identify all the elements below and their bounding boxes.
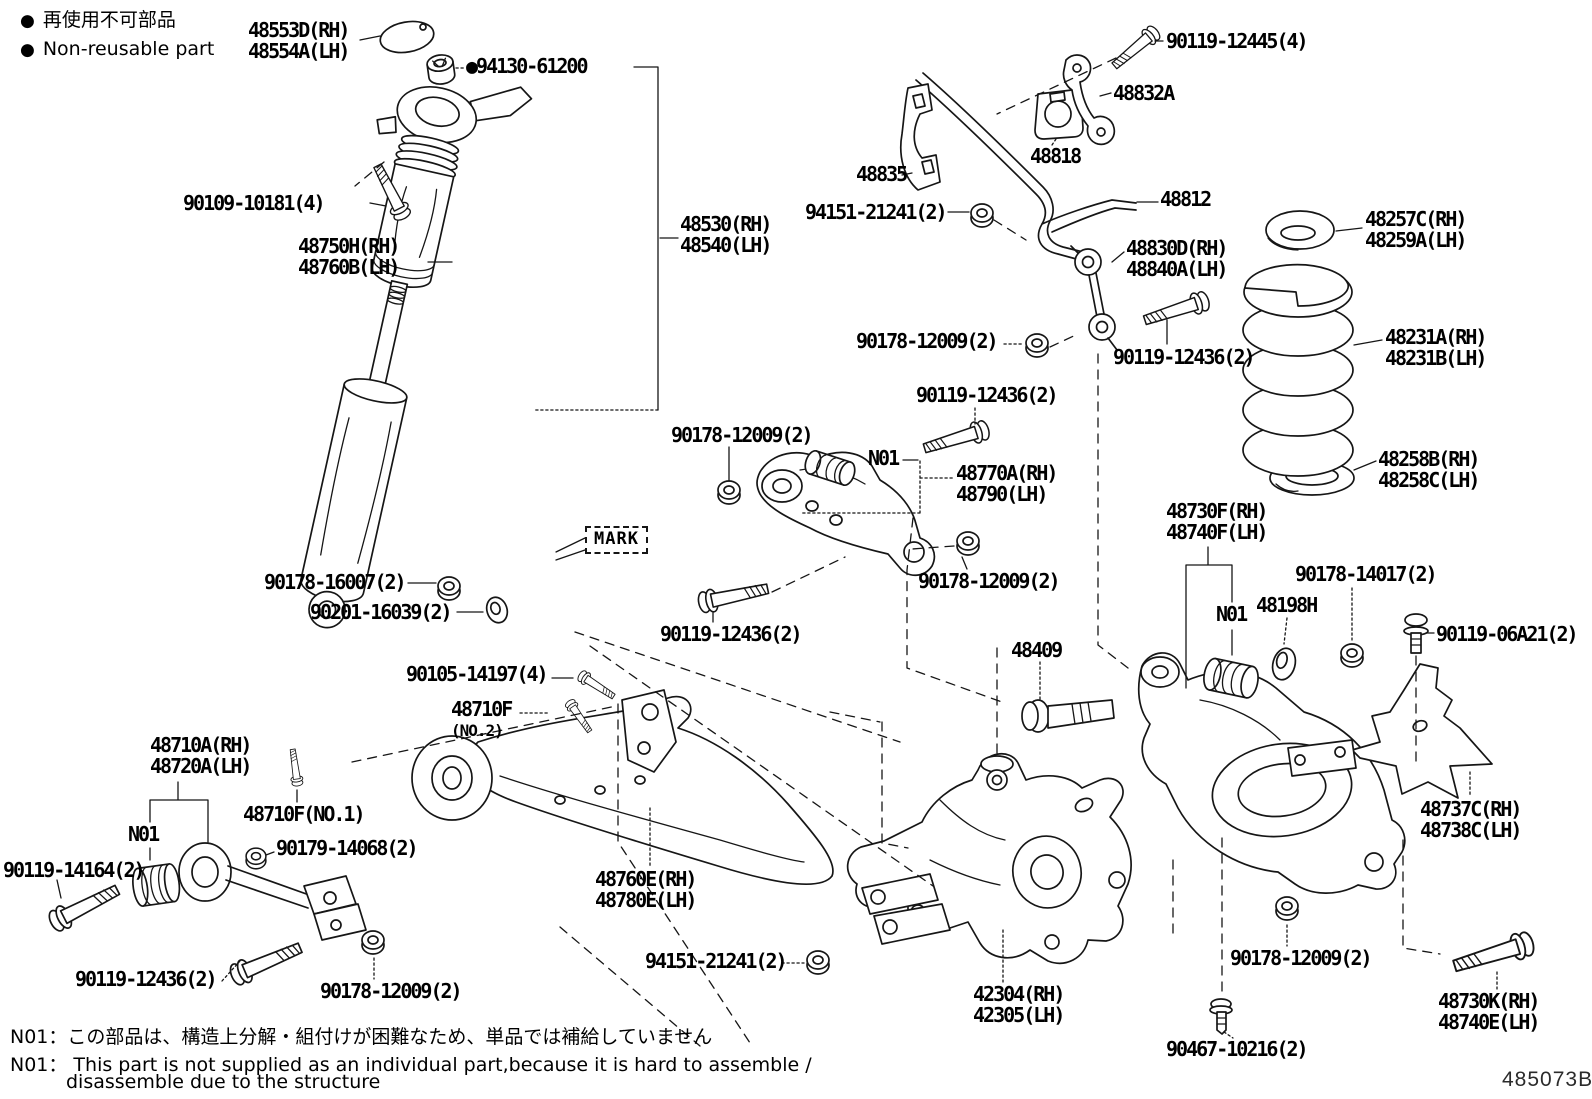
label-48832a: 48832A (1113, 81, 1175, 105)
trailing-arm-drawing (411, 689, 834, 885)
label-94151-21241-top: 94151-21241(2) (805, 200, 948, 224)
label-48258b: 48258B(RH)48258C(LH) (1378, 447, 1480, 492)
dashed-connector-lines (351, 57, 1441, 1047)
stabilizer-bar-drawing (899, 54, 1137, 351)
label-48710f-no1: 48710F(NO.1) (243, 802, 365, 826)
label-48231a: 48231A(RH)48231B(LH) (1385, 325, 1487, 370)
shock-absorber-drawing (300, 20, 586, 629)
label-48530: 48530(RH)48540(LH) (680, 212, 772, 257)
label-90119-12436-d: 90119-12436(2) (75, 967, 218, 991)
label-48812: 48812 (1160, 187, 1212, 211)
label-90119-12436-c: 90119-12436(2) (660, 622, 803, 646)
lateral-rod-drawing (132, 842, 367, 941)
label-90105-14197: 90105-14197(4) (406, 662, 549, 686)
label-90178-12009-c: 90178-12009(2) (918, 569, 1061, 593)
note-n01-jp: N01：この部品は、構造上分解・組付けが困難なため、単品では補給していません (10, 1026, 713, 1048)
legend: ● 再使用不可部品 ● Non-reusable part (20, 6, 214, 64)
label-90179-14068: 90179-14068(2) (276, 836, 419, 860)
non-reusable-dot-icon: ● (20, 11, 35, 31)
label-94130-61200: ●94130-61200 (466, 54, 588, 78)
label-n01-upper-arm: N01 (868, 446, 900, 470)
label-90119-06a21: 90119-06A21(2) (1436, 622, 1579, 646)
label-90119-12445: 90119-12445(4) (1166, 29, 1309, 53)
label-48553d: 48553D(RH)48554A(LH) (248, 18, 350, 63)
note-n01-en-line1: N01： This part is not supplied as an ind… (10, 1054, 812, 1076)
label-90178-16007: 90178-16007(2) (264, 570, 407, 594)
label-n01-lower-arm: N01 (1216, 602, 1248, 626)
label-48760e: 48760E(RH)48780E(LH) (595, 867, 697, 912)
label-90201-16039: 90201-16039(2) (310, 600, 453, 624)
label-90178-12009-d: 90178-12009(2) (320, 979, 463, 1003)
note-n01-en-line2: disassemble due to the structure (66, 1071, 381, 1093)
label-90467-10216: 90467-10216(2) (1166, 1037, 1309, 1061)
label-90109-10181: 90109-10181(4) (183, 191, 326, 215)
label-48750h: 48750H(RH)48760B(LH) (298, 234, 400, 279)
label-48770a: 48770A(RH)48790(LH) (956, 461, 1058, 506)
label-90178-12009-a: 90178-12009(2) (856, 329, 999, 353)
label-48835: 48835 (856, 162, 908, 186)
legend-text-en: Non-reusable part (42, 38, 215, 60)
label-48710f-no2: 48710F(NO.2) (451, 697, 513, 741)
label-90178-14017: 90178-14017(2) (1295, 562, 1438, 586)
label-48830d: 48830D(RH)48840A(LH) (1126, 236, 1228, 281)
non-reusable-dot-icon: ● (20, 40, 35, 60)
label-48730f: 48730F(RH)48740F(LH) (1166, 499, 1268, 544)
legend-row-en: ● Non-reusable part (20, 35, 214, 64)
label-48409: 48409 (1011, 638, 1063, 662)
coil-spring-drawing (1242, 210, 1355, 496)
label-90119-14164: 90119-14164(2) (3, 858, 146, 882)
knuckle-drawing (846, 753, 1132, 965)
label-94151-21241-bottom: 94151-21241(2) (645, 949, 788, 973)
label-48818: 48818 (1030, 144, 1082, 168)
label-mark: MARK (585, 526, 648, 554)
label-48730k: 48730K(RH)48740E(LH) (1438, 989, 1540, 1034)
legend-row-jp: ● 再使用不可部品 (20, 6, 214, 35)
label-90178-12009-b: 90178-12009(2) (671, 423, 814, 447)
label-90119-12436-a: 90119-12436(2) (1113, 345, 1256, 369)
leader-lines (56, 35, 1498, 1039)
fasteners-drawing (45, 22, 1538, 1035)
label-90178-12009-e: 90178-12009(2) (1230, 946, 1373, 970)
label-48737c: 48737C(RH)48738C(LH) (1420, 797, 1522, 842)
lower-control-arm-drawing (1137, 647, 1493, 894)
label-42304: 42304(RH)42305(LH) (973, 982, 1065, 1027)
drawing-number: 485073B (1502, 1068, 1592, 1091)
legend-text-jp: 再使用不可部品 (42, 9, 176, 31)
label-n01-lateral-rod: N01 (128, 822, 160, 846)
label-48710a: 48710A(RH)48720A(LH) (150, 733, 252, 778)
label-90119-12436-b: 90119-12436(2) (916, 383, 1059, 407)
label-48198h: 48198H (1256, 593, 1318, 617)
upper-control-arm-drawing (756, 449, 936, 577)
label-48257c: 48257C(RH)48259A(LH) (1365, 207, 1467, 252)
